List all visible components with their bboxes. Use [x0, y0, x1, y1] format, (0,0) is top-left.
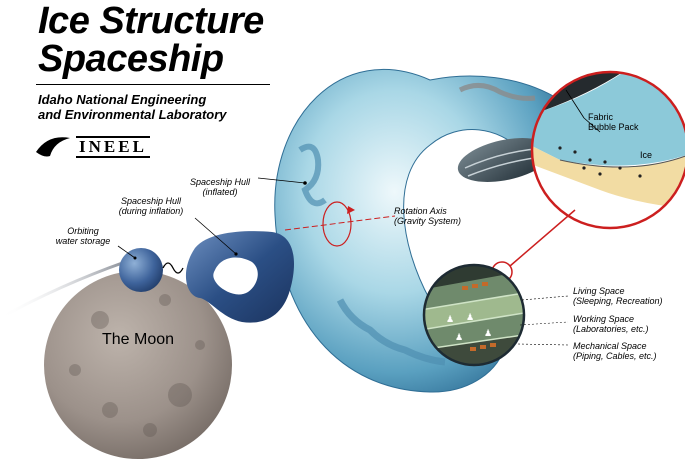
label-fabric: Fabric Bubble Pack: [588, 112, 639, 132]
title-divider: [36, 84, 270, 85]
ineel-logo-text: INEEL: [76, 136, 150, 158]
hull-inflating: [185, 231, 295, 323]
rotation-arrow: [322, 201, 352, 247]
ineel-logo-mark: [36, 137, 70, 157]
label-hull-inflation: Spaceship Hull (during inflation): [118, 196, 184, 216]
water-storage-sphere: [119, 248, 163, 292]
label-mechanical-space: Mechanical Space (Piping, Cables, etc.): [573, 341, 657, 361]
torus-hull: [274, 69, 561, 393]
svg-text:♟: ♟: [484, 329, 492, 339]
label-moon: The Moon: [102, 331, 175, 348]
label-hull-inflated: Spaceship Hull (inflated): [189, 177, 251, 197]
label-ice: Ice: [640, 150, 653, 160]
zoom-ring: [530, 70, 685, 230]
moon: [44, 271, 232, 459]
svg-text:♟: ♟: [446, 315, 454, 325]
orbit-arc: [0, 260, 126, 320]
label-rotation-axis: Rotation Axis (Gravity System): [394, 206, 462, 226]
hull-section-zoom: [532, 72, 685, 228]
ineel-logo: INEEL: [36, 134, 150, 160]
label-living-space: Living Space (Sleeping, Recreation): [573, 286, 663, 306]
label-water-storage: Orbiting water storage: [55, 226, 111, 246]
page-title: Ice Structure Spaceship: [38, 0, 264, 80]
tether-squiggle: [162, 262, 184, 274]
label-working-space: Working Space (Laboratories, etc.): [573, 314, 649, 334]
svg-text:♟: ♟: [455, 333, 463, 343]
rotation-axis-line: [284, 215, 396, 231]
svg-text:♟: ♟: [466, 313, 474, 323]
organization-name: Idaho National Engineering and Environme…: [38, 92, 227, 122]
